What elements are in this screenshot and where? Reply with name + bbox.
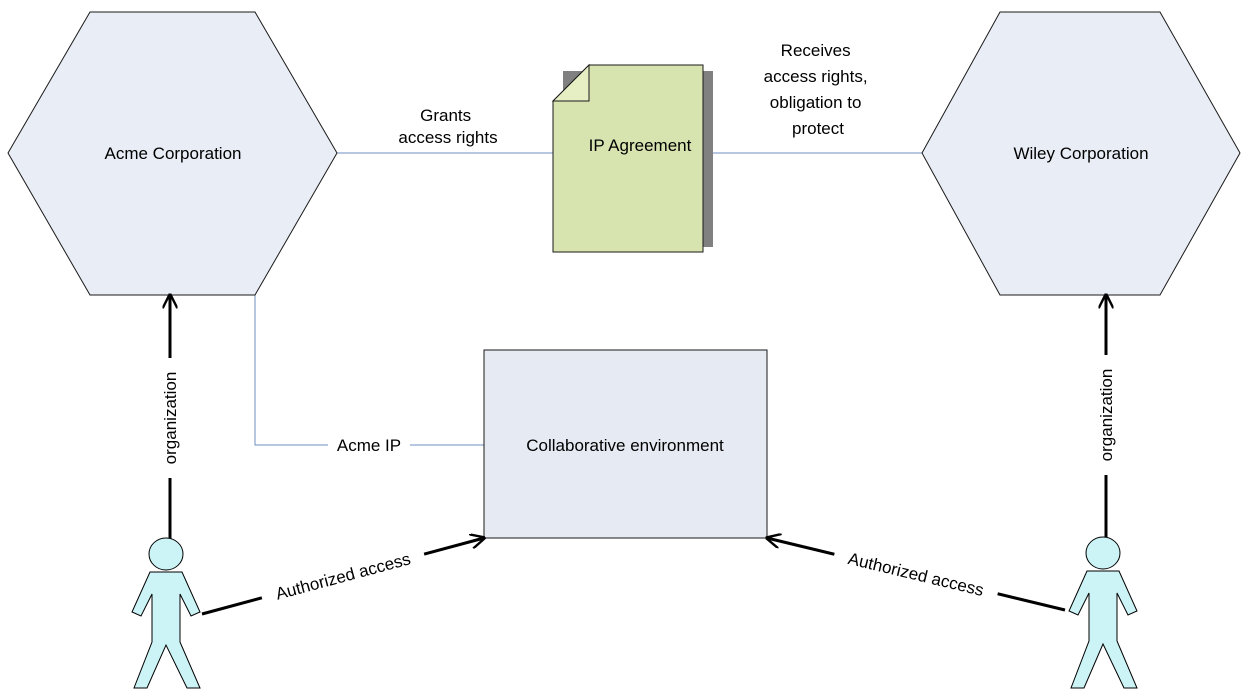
receives-access-label: Receives access rights, obligation to pr…	[764, 41, 873, 138]
grants-line-1: Grants	[420, 106, 471, 125]
acme-corporation-hexagon[interactable]	[7, 11, 338, 296]
ip-agreement-document[interactable]	[551, 63, 713, 253]
document-fold	[551, 63, 590, 102]
acme-corporation-label: Acme Corporation	[104, 144, 241, 163]
receives-line-1: Receives	[781, 41, 851, 60]
receives-line-4: protect	[792, 119, 844, 138]
authorized-access-right-label-bg	[831, 543, 1001, 605]
organization-left-label-bg	[159, 358, 181, 478]
receives-line-3: obligation to	[770, 93, 862, 112]
collaborative-environment-box[interactable]	[483, 349, 768, 539]
right-user-body	[1068, 570, 1138, 689]
acme-ip-label-bg	[328, 434, 410, 456]
right-user-icon[interactable]	[1068, 536, 1138, 689]
wiley-corporation-hexagon[interactable]	[921, 11, 1241, 296]
acme-ip-connector	[254, 295, 484, 446]
ip-agreement-label: IP Agreement	[589, 136, 692, 155]
authorized-access-left-label-bg	[259, 543, 427, 609]
left-user-icon[interactable]	[131, 537, 201, 689]
acme-ip-label: Acme IP	[337, 436, 401, 455]
left-user-body	[131, 571, 201, 689]
authorized-access-left-label: Authorized access	[274, 549, 413, 603]
wiley-corporation-label: Wiley Corporation	[1013, 144, 1148, 163]
right-user-head	[1085, 536, 1121, 570]
organization-right-label: organization	[1097, 369, 1116, 462]
left-user-head	[148, 537, 184, 571]
collaborative-environment-label: Collaborative environment	[526, 436, 724, 455]
receives-line-2: access rights,	[764, 67, 868, 86]
organization-right-label-bg	[1095, 355, 1117, 475]
organization-left-label: organization	[161, 372, 180, 465]
grants-line-2: access rights	[398, 128, 497, 147]
grants-access-label: Grants access rights	[398, 106, 497, 147]
